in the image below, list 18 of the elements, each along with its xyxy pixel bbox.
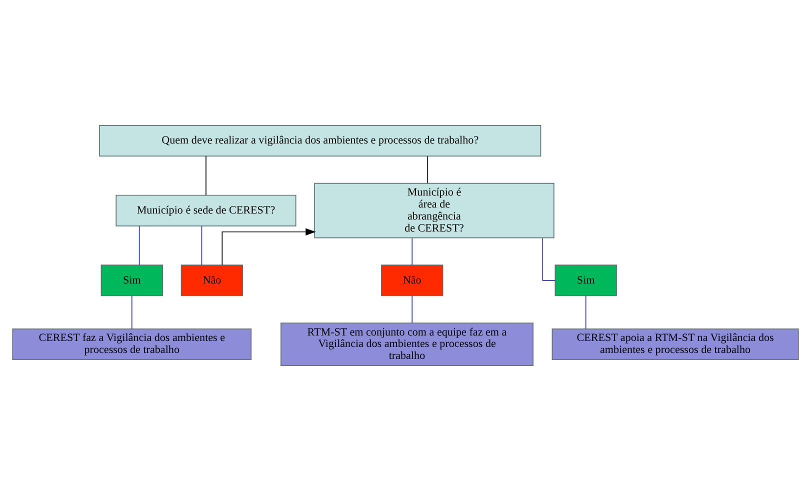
connector [412,237,413,265]
node-box: Não [180,264,244,296]
node-box: CEREST faz a Vigilância dos ambientes e processos de trabalho [12,328,252,360]
connector [131,294,132,329]
node-box: CEREST apoia a RTM-ST na Vigilância dos ambientes e processos de trabalho [552,328,799,360]
node-box: Sim [100,264,163,296]
connector [138,225,140,265]
connector [585,294,586,329]
connector [412,294,413,323]
connector [201,225,202,265]
connector [427,155,428,184]
node-box: Município é sede de CEREST? [116,194,296,226]
node-box: RTM-ST em conjunto com a equipe faz em a Vigilância dos ambientes e processos de trabalho [280,322,534,366]
node-box: Não [381,264,444,296]
node-box: Quem deve realizar a vigilância dos ambientes e processos de trabalho? [99,124,542,156]
node-box: Município é área de abrangência de CEREST? [314,182,554,238]
node-box: Sim [554,264,617,296]
arrow [222,228,316,265]
